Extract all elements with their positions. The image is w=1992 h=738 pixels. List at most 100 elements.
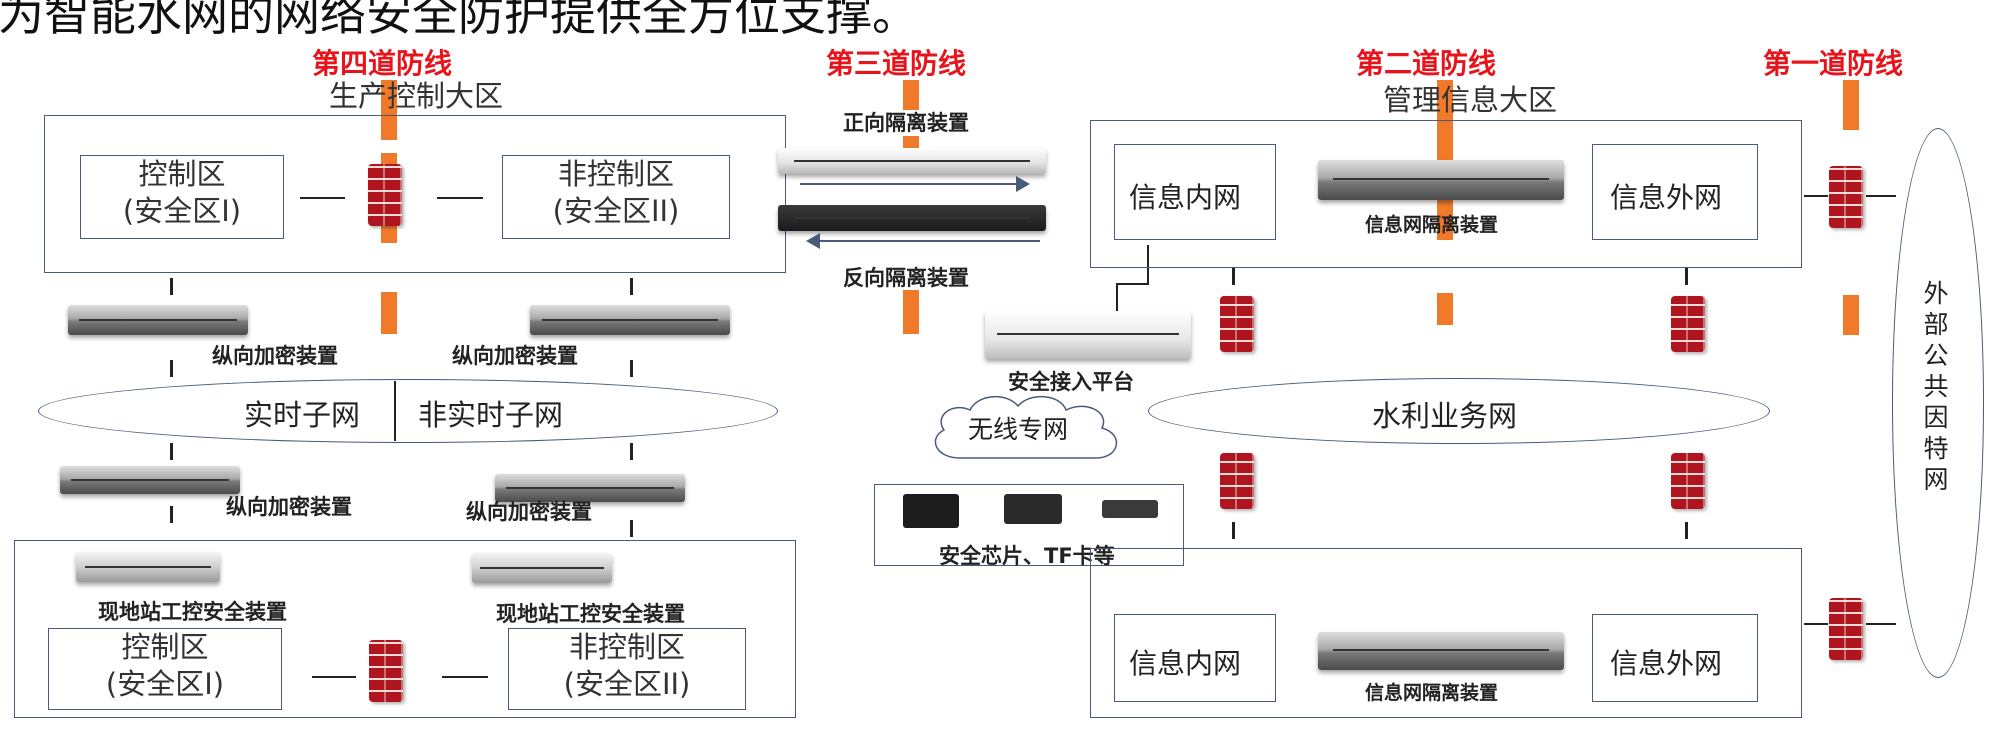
field-security-device-icon [76, 552, 220, 582]
connector-line [442, 676, 488, 678]
defense-line-1: 第一道防线 [1763, 47, 1904, 80]
intranet-box-bottom [1114, 614, 1276, 702]
info-isolator-device-icon [1318, 160, 1564, 200]
encryption-device-icon [60, 466, 240, 494]
field-control-zone-label: 控制区 [121, 630, 209, 664]
connector-tick [630, 278, 633, 295]
connector-line [1116, 283, 1149, 285]
connector-tick [630, 520, 633, 537]
encryption-device-icon [495, 474, 685, 502]
field-device-label: 现地站工控安全装置 [98, 600, 287, 624]
firewall-icon [369, 640, 403, 702]
connector-tick [1232, 268, 1235, 285]
internet-ellipse [1892, 128, 1984, 678]
noncontrol-zone-sublabel: (安全区II) [552, 194, 680, 228]
field-noncontrol-zone-label: 非控制区 [568, 630, 685, 664]
intranet-label-top: 信息内网 [1129, 181, 1242, 214]
defense-line-4: 第四道防线 [312, 47, 453, 80]
field-noncontrol-zone-sublabel: (安全区II) [563, 667, 691, 701]
connector-tick [1685, 268, 1688, 285]
connector-tick [630, 360, 633, 377]
connector-line [300, 197, 345, 199]
reverse-arrow-head [806, 233, 820, 249]
info-isolator-label-bottom: 信息网隔离装置 [1365, 682, 1499, 704]
forward-arrow-head [1016, 176, 1030, 192]
access-platform-device-icon [985, 311, 1191, 359]
connector-line [1804, 195, 1828, 197]
defense-line-3: 第三道防线 [826, 47, 967, 80]
wireless-cloud-icon [934, 395, 1118, 459]
realtime-subnet-label: 实时子网 [244, 398, 361, 432]
info-isolator-device-icon [1318, 632, 1564, 670]
intranet-label-bottom: 信息内网 [1129, 647, 1242, 680]
connector-tick [1685, 522, 1688, 539]
forward-arrow [800, 183, 1020, 185]
intranet-box-top [1114, 144, 1276, 240]
connector-tick [170, 506, 173, 523]
connector-tick [170, 278, 173, 295]
forward-isolation-label: 正向隔离装置 [843, 111, 969, 135]
encryption-device-label: 纵向加密装置 [466, 500, 592, 524]
field-control-zone-box [48, 628, 282, 710]
noncontrol-zone-box [502, 155, 730, 239]
tf-card-icon [1004, 494, 1062, 524]
field-control-zone-sublabel: (安全区I) [105, 667, 225, 701]
connector-line [312, 676, 356, 678]
management-zone-title: 管理信息大区 [1382, 83, 1557, 117]
firewall-icon [1671, 296, 1705, 352]
production-zone-title: 生产控制大区 [328, 79, 503, 113]
connector-line [1804, 623, 1828, 625]
field-security-device-icon [472, 553, 612, 583]
extranet-label-bottom: 信息外网 [1610, 647, 1723, 680]
firewall-icon [1829, 598, 1863, 660]
forward-isolation-device-icon [778, 148, 1046, 174]
connector-tick [630, 443, 633, 460]
connector-line [1866, 195, 1896, 197]
extranet-box-top [1592, 144, 1758, 240]
encryption-device-label: 纵向加密装置 [226, 495, 352, 519]
connector-line [1866, 623, 1896, 625]
control-zone-label: 控制区 [138, 157, 226, 191]
field-station-box [14, 540, 796, 718]
subnet-ellipse [38, 379, 778, 443]
management-zone-box-bottom [1090, 548, 1802, 718]
management-zone-box-top [1090, 120, 1802, 268]
internet-label: 外部公共因特网 [1920, 280, 1949, 497]
subnet-divider [394, 381, 396, 441]
encryption-device-label: 纵向加密装置 [212, 344, 338, 368]
access-platform-label: 安全接入平台 [1008, 370, 1134, 394]
connector-tick [170, 360, 173, 377]
connector-tick [170, 443, 173, 460]
firewall-icon [1829, 166, 1863, 228]
chip-box [874, 484, 1184, 566]
reverse-arrow [820, 240, 1040, 242]
extranet-label-top: 信息外网 [1610, 181, 1723, 214]
encryption-device-icon [530, 305, 730, 335]
defense-line-2: 第二道防线 [1356, 47, 1497, 80]
firewall-icon [368, 164, 402, 226]
info-isolator-label-top: 信息网隔离装置 [1365, 214, 1499, 236]
connector-line [437, 197, 483, 199]
field-noncontrol-zone-box [508, 628, 746, 710]
security-chip-icon [903, 494, 959, 528]
reverse-isolation-label: 反向隔离装置 [843, 266, 969, 290]
usb-key-icon [1102, 500, 1158, 518]
firewall-icon [1671, 453, 1705, 509]
encryption-device-icon [68, 305, 248, 335]
nonrealtime-subnet-label: 非实时子网 [418, 398, 564, 432]
control-zone-box [80, 155, 284, 239]
field-device-label: 现地站工控安全装置 [496, 602, 685, 626]
header-text: 为智能水网的网络安全防护提供全方位支撑。 [0, 0, 918, 41]
reverse-isolation-device-icon [778, 205, 1046, 231]
production-zone-box [44, 115, 786, 273]
wireless-network-label: 无线专网 [968, 415, 1069, 444]
control-zone-sublabel: (安全区I) [122, 194, 242, 228]
connector-tick [1232, 522, 1235, 539]
water-network-ellipse [1148, 378, 1770, 444]
encryption-device-label: 纵向加密装置 [452, 344, 578, 368]
connector-line [1116, 283, 1118, 311]
noncontrol-zone-label: 非控制区 [557, 157, 674, 191]
extranet-box-bottom [1592, 614, 1758, 702]
chips-label: 安全芯片、TF卡等 [939, 544, 1115, 568]
firewall-icon [1220, 453, 1254, 509]
